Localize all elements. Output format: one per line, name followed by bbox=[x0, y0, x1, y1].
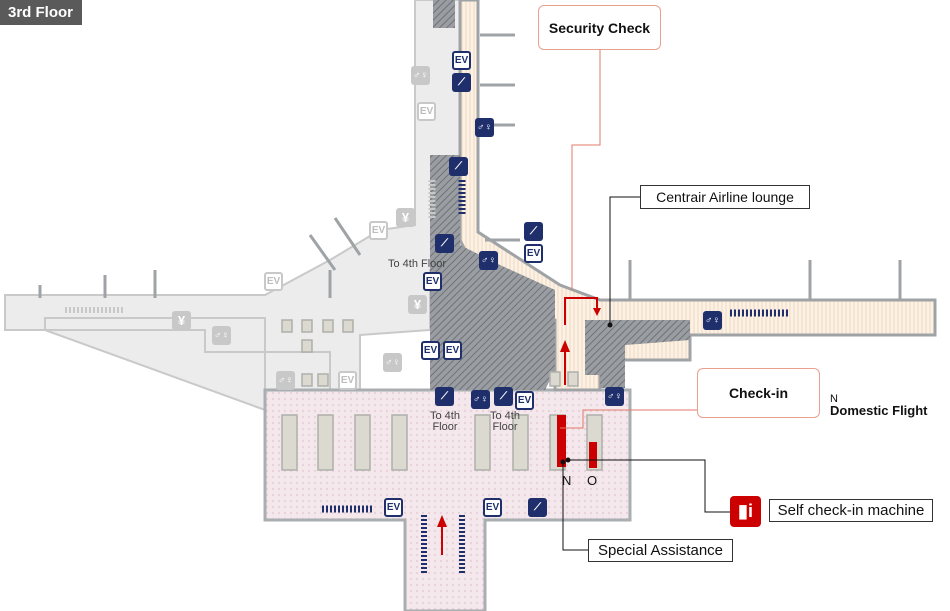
restroom-icon: ♂♀ bbox=[479, 251, 498, 270]
check-in-label[interactable]: Check-in bbox=[697, 368, 820, 418]
escalator-icon: ⟋ bbox=[449, 157, 468, 176]
counter-n-label: N bbox=[562, 473, 572, 488]
floor-label: 3rd Floor bbox=[0, 0, 82, 25]
elevator-icon: EV bbox=[452, 51, 471, 70]
currency-exchange-icon: ¥ bbox=[408, 295, 427, 314]
pier-edges bbox=[38, 33, 902, 300]
domestic-flight-label: Domestic Flight bbox=[830, 403, 928, 418]
security-check-label[interactable]: Security Check bbox=[538, 5, 661, 50]
elevator-icon: EV bbox=[423, 272, 442, 291]
counter-o-label: O bbox=[587, 473, 598, 488]
route-arrows bbox=[437, 297, 601, 555]
escalator-icon: ⟋ bbox=[435, 387, 454, 406]
escalator-icon: ⟋ bbox=[452, 73, 471, 92]
restroom-icon: ♂♀ bbox=[212, 326, 231, 345]
restroom-icon: ♂♀ bbox=[411, 66, 430, 85]
restricted-areas bbox=[430, 0, 690, 390]
restroom-icon: ♂♀ bbox=[276, 371, 295, 390]
restroom-icon: ♂♀ bbox=[703, 311, 722, 330]
escalator-icon: ⟋ bbox=[494, 387, 513, 406]
callout-dots bbox=[560, 322, 613, 465]
elevator-icon: EV bbox=[384, 498, 403, 517]
airline-lounge-label[interactable]: Centrair Airline lounge bbox=[640, 185, 810, 209]
escalator-icon: ⟋ bbox=[435, 234, 454, 253]
elevator-icon: EV bbox=[417, 102, 436, 121]
self-checkin-counter-n bbox=[557, 415, 566, 467]
to-4th-floor-label: To 4th Floor bbox=[388, 258, 447, 270]
escalator-icon: ⟋ bbox=[524, 222, 543, 241]
elevator-icon: EV bbox=[524, 244, 543, 263]
domestic-zone: N bbox=[830, 393, 838, 405]
currency-exchange-icon: ¥ bbox=[396, 208, 415, 227]
elevator-icon: EV bbox=[515, 391, 534, 410]
elevator-icon: EV bbox=[338, 371, 357, 390]
currency-exchange-icon: ¥ bbox=[172, 311, 191, 330]
self-checkin-counter-o bbox=[589, 442, 597, 468]
callout-lines bbox=[560, 50, 730, 551]
elevator-icon: EV bbox=[443, 341, 462, 360]
elevator-icon: EV bbox=[483, 498, 502, 517]
restroom-icon: ♂♀ bbox=[605, 387, 624, 406]
elevator-icon: EV bbox=[369, 221, 388, 240]
restroom-icon: ♂♀ bbox=[475, 118, 494, 137]
elevator-icon: EV bbox=[421, 341, 440, 360]
restroom-icon: ♂♀ bbox=[383, 353, 402, 372]
restroom-icon: ♂♀ bbox=[471, 390, 490, 409]
escalator-icon: ⟋ bbox=[528, 498, 547, 517]
self-checkin-label[interactable]: Self check-in machine bbox=[769, 499, 933, 522]
elevator-icon: EV bbox=[264, 272, 283, 291]
self-checkin-icon: ▮i bbox=[730, 496, 761, 527]
special-assistance-label[interactable]: Special Assistance bbox=[588, 539, 733, 562]
gray-floor-areas bbox=[4, 0, 471, 412]
moving-walkways bbox=[65, 180, 790, 575]
